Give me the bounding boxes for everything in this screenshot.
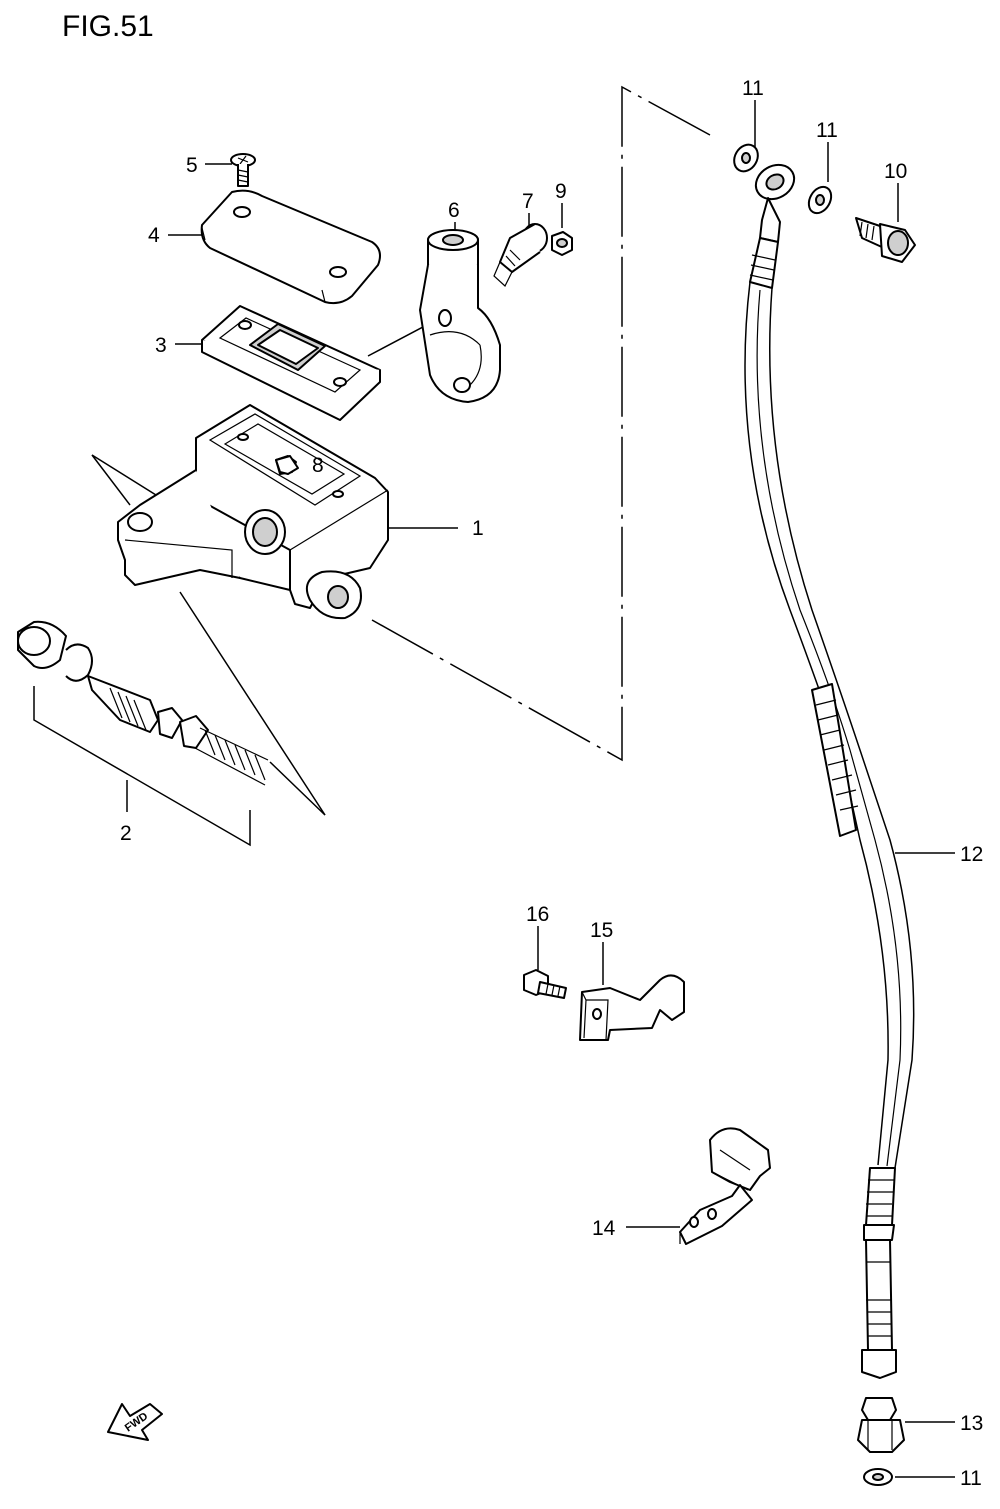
callout-3: 3	[155, 334, 167, 357]
part-8-clip	[275, 455, 299, 475]
fwd-arrow-icon	[107, 1403, 163, 1441]
part-10-banjo-bolt	[855, 217, 916, 263]
callout-11-top: 11	[742, 77, 764, 100]
part-13-joint-nut	[857, 1397, 905, 1453]
callout-11-middle: 11	[816, 119, 838, 142]
callout-1: 1	[472, 517, 484, 540]
callout-11-bottom: 11	[960, 1467, 982, 1490]
callout-2: 2	[120, 822, 132, 845]
callout-8: 8	[312, 454, 324, 477]
part-4-cap-plate	[200, 189, 381, 305]
callout-labels: 1 2 3 4 5 6 7 8 9 10 11 11 11 12 13 14 1…	[120, 77, 983, 1490]
callout-10: 10	[884, 160, 907, 183]
callout-9: 9	[555, 180, 567, 203]
leader-lines	[33, 85, 955, 1478]
part-3-diaphragm	[201, 305, 381, 421]
callout-4: 4	[148, 224, 160, 247]
callout-5: 5	[186, 154, 198, 177]
callout-15: 15	[590, 919, 613, 942]
part-15-bracket	[579, 974, 685, 1041]
part-7-bolt	[493, 223, 548, 287]
part-9-nut	[551, 231, 573, 256]
part-2-piston-set	[17, 620, 269, 786]
callout-14: 14	[592, 1217, 616, 1240]
callout-6: 6	[448, 199, 460, 222]
part-12-brake-hose	[744, 163, 915, 1379]
part-14-clamp	[679, 1127, 771, 1245]
part-11-washer-top	[733, 143, 759, 173]
figure-title: FIG.51	[62, 10, 154, 43]
part-5-screw	[230, 153, 256, 187]
callout-12: 12	[960, 843, 983, 866]
callout-13: 13	[960, 1412, 983, 1435]
part-11-washer-bottom	[863, 1468, 893, 1486]
part-16-bolt	[523, 969, 567, 999]
part-1-master-cylinder	[117, 404, 389, 620]
callout-16: 16	[526, 903, 549, 926]
fwd-direction-indicator: FWD	[107, 1403, 163, 1441]
part-6-holder-clamp	[419, 229, 501, 403]
callout-7: 7	[522, 190, 534, 213]
part-11-washer-middle	[807, 185, 833, 215]
